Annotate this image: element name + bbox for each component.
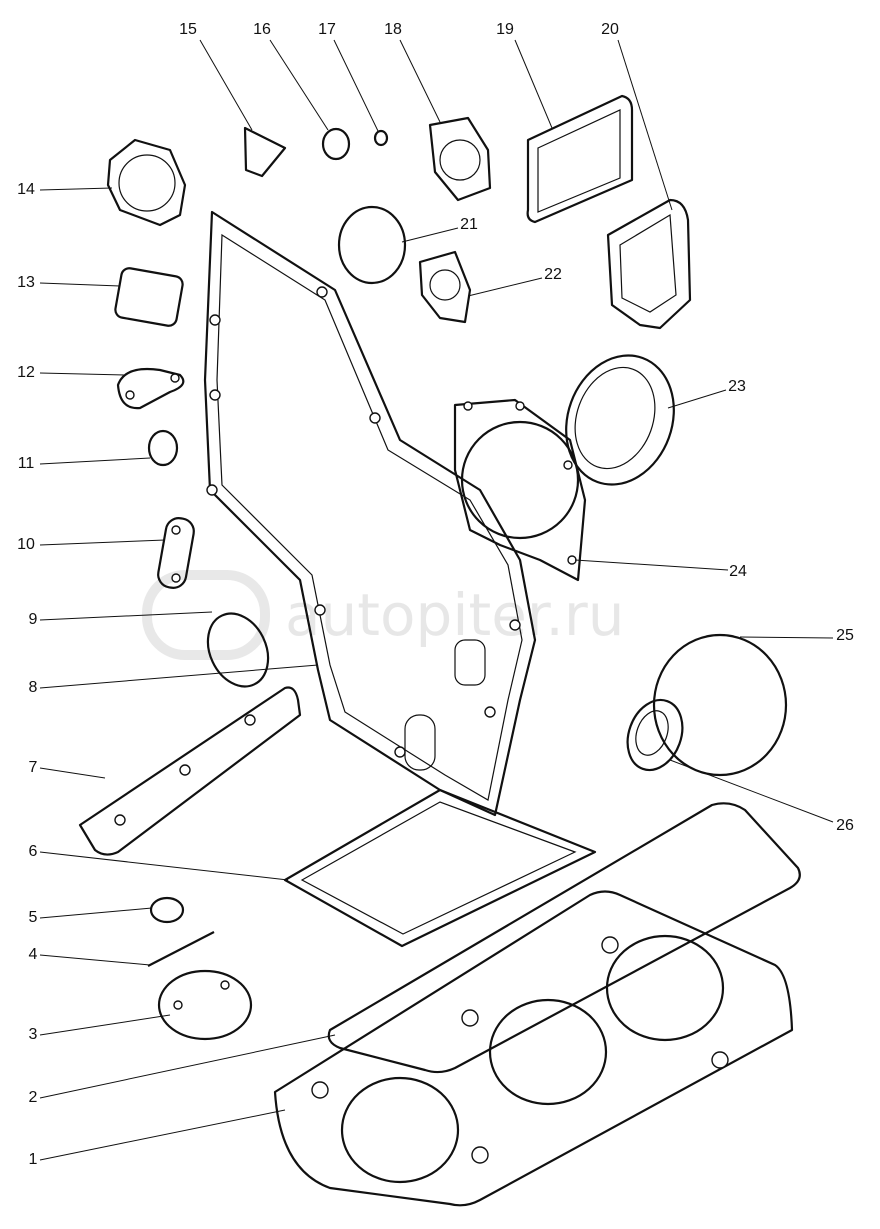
label-23: 23 [728,378,746,395]
part-8-timing-cover-gasket [203,210,537,817]
watermark-text: autopiter.ru [285,581,624,649]
part-5-o-ring [149,896,185,924]
part-10-gasket [157,517,195,589]
part-26-oil-seal [626,698,684,772]
part-1-cylinder-head-gasket [273,890,794,1207]
label-5: 5 [29,909,38,926]
part-23-oil-seal [565,354,675,486]
part-14-gasket [106,138,187,227]
part-2-rocker-cover-gasket [327,802,801,1074]
label-22: 22 [544,266,562,283]
label-10: 10 [17,536,35,553]
label-24: 24 [729,563,747,580]
part-15-gasket [243,126,287,178]
label-2: 2 [29,1089,38,1106]
label-21: 21 [460,216,478,233]
label-3: 3 [29,1026,38,1043]
label-4: 4 [29,946,38,963]
label-12: 12 [17,364,35,381]
leader-lines [39,39,834,1161]
part-13-gasket [114,267,184,327]
part-19-gasket [526,94,634,224]
label-15: 15 [179,21,197,38]
label-19: 19 [496,21,514,38]
label-11: 11 [18,455,35,472]
label-16: 16 [253,21,271,38]
part-21-o-ring [337,205,407,285]
label-17: 17 [318,21,336,38]
label-7: 7 [29,759,38,776]
part-12-gasket [116,367,185,410]
part-7-side-cover-gasket [78,686,302,856]
label-25: 25 [836,627,854,644]
part-4-seal-strip [147,931,215,967]
label-8: 8 [29,679,38,696]
part-22-gasket [418,250,472,324]
label-9: 9 [29,611,38,628]
callout-labels: 1 2 3 4 5 6 7 8 9 10 11 12 13 14 15 16 1… [17,21,854,1168]
label-1: 1 [29,1151,38,1168]
part-9-ring [206,612,270,688]
part-17-o-ring [373,129,389,147]
label-18: 18 [384,21,402,38]
label-14: 14 [17,181,35,198]
part-20-gasket [606,198,692,330]
part-16-seal [321,127,351,161]
part-24-rear-plate-gasket [453,398,587,582]
label-13: 13 [17,274,35,291]
part-18-gasket [428,116,492,202]
part-3-gasket [157,969,253,1041]
watermark: autopiter.ru [142,570,624,660]
part-11-o-ring [147,429,179,467]
label-20: 20 [601,21,619,38]
label-6: 6 [29,843,38,860]
part-25-o-ring [652,633,788,777]
part-6-oil-pan-gasket [283,788,597,948]
label-26: 26 [836,817,854,834]
